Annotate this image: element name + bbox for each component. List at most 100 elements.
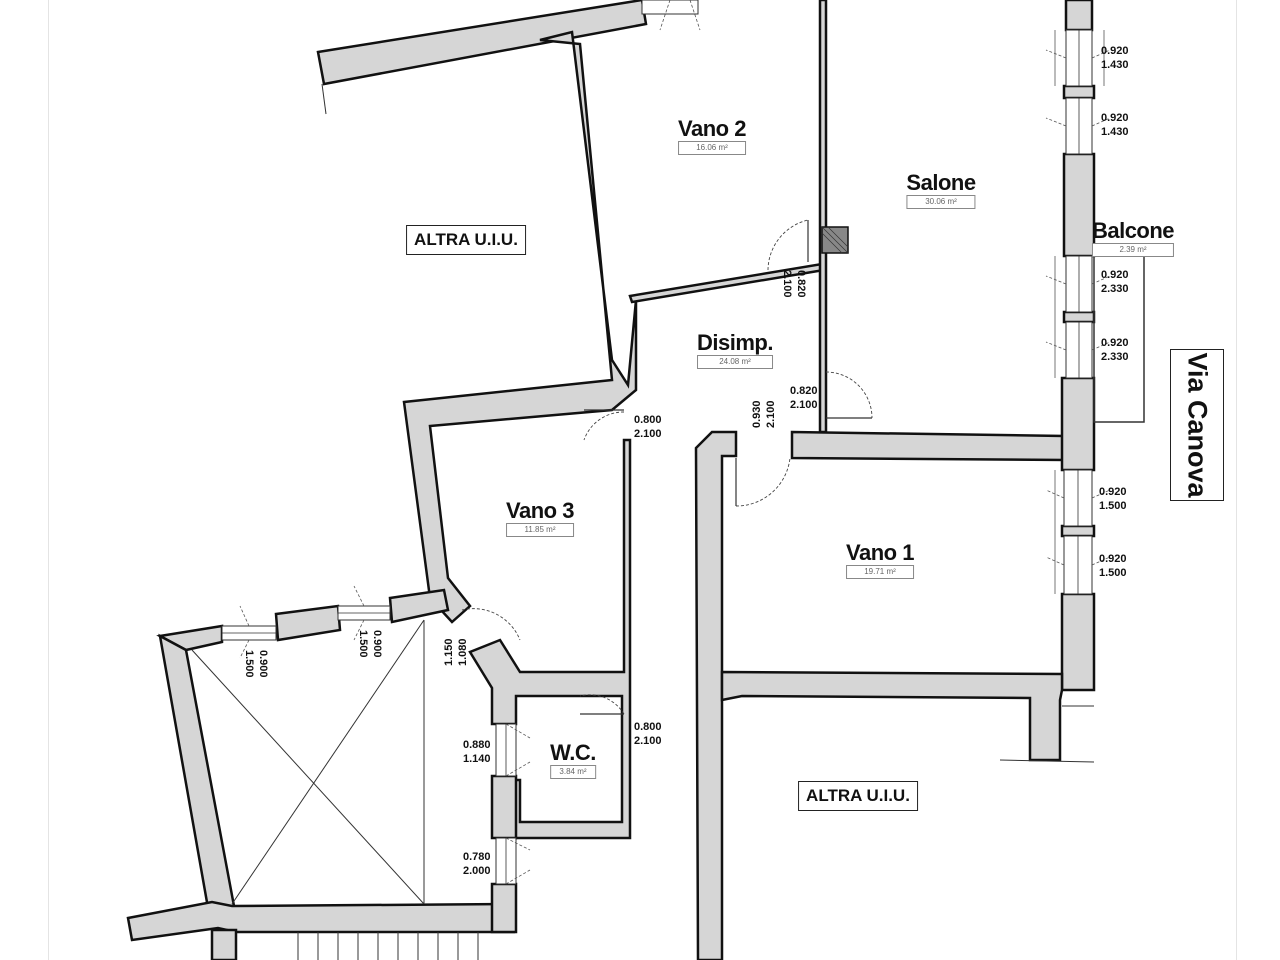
dim-width: 0.920: [1101, 112, 1129, 124]
wall-salone-bottom: [790, 430, 1068, 462]
street-name: Via Canova: [1182, 352, 1213, 498]
room-name: Vano 1: [846, 540, 914, 565]
dim-door-vano-3: 0.800 2.100: [634, 413, 662, 441]
wall-top-left: [316, 0, 648, 86]
door-arc-wc: [579, 694, 625, 715]
room-area: 11.85 m²: [506, 523, 574, 537]
room-vano-2: Vano 2 16.06 m²: [678, 117, 746, 155]
stair-void-cross-1: [191, 649, 425, 905]
door-arc-salone: [825, 371, 873, 419]
dim-height: 1.500: [1099, 500, 1127, 512]
wall-salone-left: [818, 0, 828, 434]
dim-door-salone: 0.820 2.100: [790, 384, 818, 412]
dim-window-stair-2: 0.900 1.500: [356, 630, 384, 658]
dim-door-vano-1: 0.930 2.100: [750, 400, 778, 428]
dim-height: 2.330: [1101, 283, 1129, 295]
dim-window-balcone-1: 0.920 2.330: [1101, 268, 1129, 296]
dim-window-balcone-2: 0.920 2.330: [1101, 336, 1129, 364]
room-vano-1: Vano 1 19.71 m²: [846, 541, 914, 579]
room-area: 19.71 m²: [846, 565, 914, 579]
dim-window-wc: 0.880 1.140: [463, 738, 491, 766]
dim-window-vano-1-1: 0.920 1.500: [1099, 485, 1127, 513]
dim-width: 0.800: [634, 414, 662, 426]
wall-facade-3: [1062, 152, 1096, 258]
dim-window-salone-2: 0.920 1.430: [1101, 111, 1129, 139]
dim-width: 0.920: [1101, 45, 1129, 57]
dim-width: 0.800: [634, 721, 662, 733]
room-area: 24.08 m²: [697, 355, 773, 369]
door-arc-vano1: [735, 457, 791, 507]
room-name: W.C.: [550, 740, 596, 765]
dim-width: 0.820: [795, 270, 807, 298]
room-area: 3.84 m²: [550, 765, 596, 779]
wall-stair-seg1: [274, 604, 342, 642]
room-name: Disimp.: [697, 330, 773, 355]
door-arc-vano3: [583, 411, 625, 441]
page-edge-right: [1236, 0, 1237, 960]
dim-height: 1.500: [357, 630, 369, 658]
dim-height: 1.500: [243, 650, 255, 678]
door-arc-window-vano3: [461, 608, 521, 641]
wall-facade-7: [1060, 592, 1096, 692]
dim-window-vano-3: 1.150 1.080: [442, 638, 470, 666]
dim-width: 1.150: [443, 638, 455, 666]
dim-window-lower: 0.780 2.000: [463, 850, 491, 878]
wall-vano1-bottom: [720, 670, 1064, 762]
wall-vano1-corner: [694, 430, 738, 960]
wall-facade-4: [1062, 310, 1096, 324]
dim-door-wc: 0.800 2.100: [634, 720, 662, 748]
wall-stair-low-left: [210, 928, 238, 960]
dim-height: 1.140: [463, 753, 491, 765]
wall-facade-2: [1062, 84, 1096, 100]
dim-width: 0.920: [1101, 269, 1129, 281]
dim-width: 0.780: [463, 851, 491, 863]
dim-window-salone-1: 0.920 1.430: [1101, 44, 1129, 72]
wall-facade-1: [1064, 0, 1094, 32]
room-name: Balcone: [1091, 218, 1175, 243]
wall-stair-left: [158, 633, 236, 910]
dim-width: 0.880: [463, 739, 491, 751]
room-wc: W.C. 3.84 m²: [550, 741, 596, 779]
room-vano-3: Vano 3 11.85 m²: [506, 499, 574, 537]
dim-height: 2.100: [634, 428, 662, 440]
dim-height: 2.100: [634, 735, 662, 747]
unit-label-other-top: ALTRA U.I.U.: [406, 225, 526, 255]
dim-height: 2.330: [1101, 351, 1129, 363]
dim-width: 0.930: [751, 400, 763, 428]
room-disimp: Disimp. 24.08 m²: [697, 331, 773, 369]
stair-void-cross-2: [231, 619, 425, 905]
dim-window-vano-1-2: 0.920 1.500: [1099, 552, 1127, 580]
dim-height: 2.100: [790, 399, 818, 411]
dim-width: 0.920: [1099, 486, 1127, 498]
dim-window-stair-1: 0.900 1.500: [242, 650, 270, 678]
wall-stair-seg2: [388, 588, 450, 624]
unit-label-other-bottom: ALTRA U.I.U.: [798, 781, 918, 811]
dim-door-vano-2: 0.820 2.100: [780, 270, 808, 298]
street-label-box: Via Canova: [1170, 349, 1224, 501]
room-name: Salone: [906, 170, 976, 195]
room-name: Vano 2: [678, 116, 746, 141]
wall-facade-6: [1060, 524, 1096, 538]
wall-wc-left: [490, 774, 518, 840]
wall-vano3-bottom: [468, 438, 632, 840]
dim-height: 2.100: [781, 270, 793, 298]
room-balcone: Balcone 2.39 m²: [1091, 218, 1175, 257]
dim-width: 0.900: [371, 630, 383, 658]
wall-facade-5: [1060, 376, 1096, 472]
dim-height: 2.000: [463, 865, 491, 877]
dim-height: 1.430: [1101, 59, 1129, 71]
dim-height: 1.500: [1099, 567, 1127, 579]
room-salone: Salone 30.06 m²: [906, 170, 976, 209]
door-arc-vano2: [767, 219, 809, 271]
room-area: 30.06 m²: [906, 195, 976, 209]
room-name: Vano 3: [506, 498, 574, 523]
wall-low-right: [490, 882, 518, 934]
dim-width: 0.920: [1099, 553, 1127, 565]
wall-stair-bottom: [126, 900, 516, 942]
dim-width: 0.920: [1101, 337, 1129, 349]
page-edge-left: [48, 0, 49, 960]
dim-height: 1.430: [1101, 126, 1129, 138]
room-area: 16.06 m²: [678, 141, 746, 155]
dim-width: 0.900: [257, 650, 269, 678]
